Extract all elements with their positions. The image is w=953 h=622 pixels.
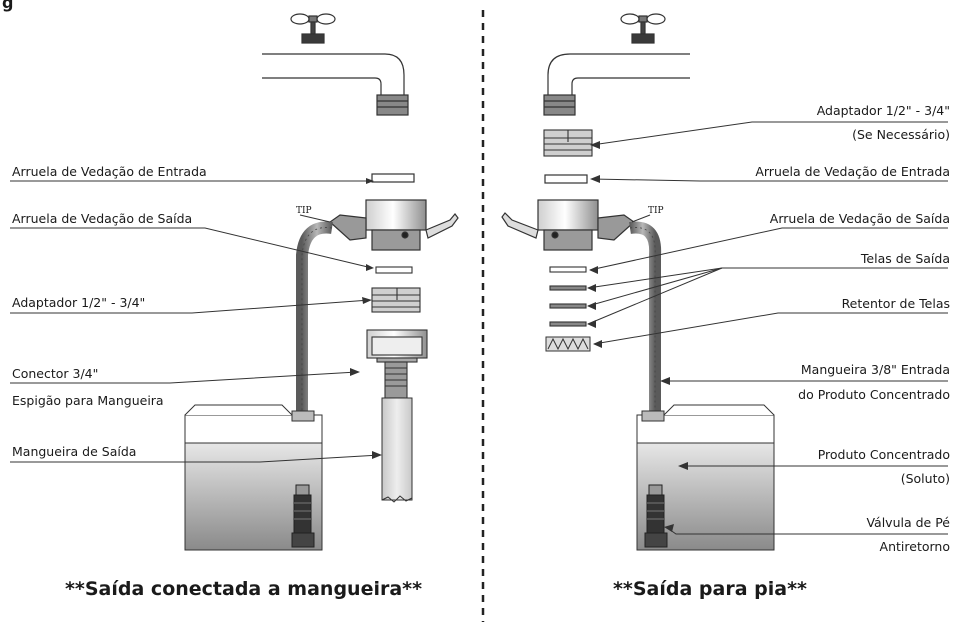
dispenser-body-left — [329, 199, 459, 251]
outlet-washer-left — [375, 266, 413, 274]
caption-right: **Saída para pia** — [613, 578, 807, 600]
label-adaptor-left: Adaptador 1/2" - 3/4" — [12, 295, 146, 310]
adaptor-right — [543, 129, 593, 157]
inlet-washer-left — [371, 173, 415, 183]
label-inlet-washer-left: Arruela de Vedação de Entrada — [12, 164, 207, 179]
outlet-screens — [549, 285, 587, 327]
leader-adaptor-left — [10, 299, 371, 314]
leader-outlet-washer-right — [589, 227, 948, 271]
label-concentrate-hose: Mangueira 3/8" Entrada — [800, 362, 950, 377]
outlet-washer-right — [549, 266, 587, 273]
caption-left: **Saída conectada a mangueira** — [65, 578, 423, 600]
label-outlet-washer-left: Arruela de Vedação de Saída — [12, 211, 193, 226]
label-outlet-washer-right: Arruela de Vedação de Saída — [769, 211, 950, 226]
label-anti-return: Antiretorno — [879, 539, 950, 554]
leader-tip-left — [299, 214, 331, 223]
label-outlet-screens: Telas de Saída — [860, 251, 950, 266]
page-title-fragment: g — [2, 0, 14, 12]
label-concentrate: Produto Concentrado — [817, 447, 950, 462]
label-inlet-washer-right: Arruela de Vedação de Entrada — [755, 164, 950, 179]
label-screen-retainer: Retentor de Telas — [841, 296, 950, 311]
tip-label-left: TIP — [296, 206, 312, 216]
label-connector-left: Conector 3/4" — [12, 366, 99, 381]
leader-adaptor-right — [591, 121, 948, 146]
label-solute: (Soluto) — [900, 471, 950, 486]
label-foot-valve: Válvula de Pé — [866, 515, 950, 530]
label-if-needed: (Se Necessário) — [852, 127, 950, 142]
foot-valve-left — [291, 484, 315, 548]
inlet-washer-right — [544, 174, 588, 184]
leader-outlet-washer-left — [10, 227, 373, 269]
connector-left — [366, 329, 428, 407]
faucet-left — [262, 13, 409, 116]
adaptor-left — [371, 287, 421, 313]
leader-retainer — [593, 312, 948, 345]
leader-tip-right — [631, 214, 651, 223]
label-outlet-hose-left: Mangueira de Saída — [12, 444, 137, 459]
outlet-hose-left — [381, 397, 413, 503]
leader-outlet-hose-left — [10, 454, 381, 463]
label-barb-left: Espigão para Mangueira — [12, 393, 164, 408]
faucet-right — [543, 13, 690, 116]
leader-connector-left — [10, 371, 358, 384]
screen-retainer — [545, 336, 591, 352]
leader-inlet-washer-right — [591, 178, 948, 182]
dispenser-body-right — [501, 199, 635, 251]
label-concentrate-hose-2: do Produto Concentrado — [798, 387, 950, 402]
label-adaptor-right: Adaptador 1/2" - 3/4" — [816, 103, 950, 118]
foot-valve-right — [644, 484, 668, 548]
tip-label-right: TIP — [648, 206, 664, 216]
